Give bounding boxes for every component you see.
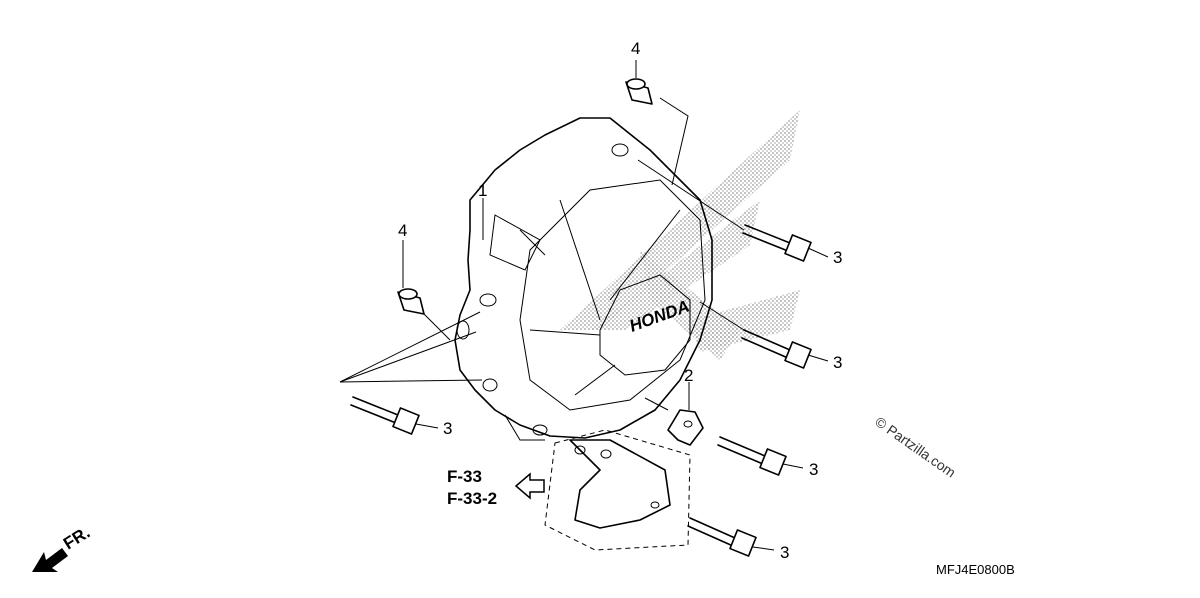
callout-dowel-left: 4 xyxy=(398,221,407,240)
bolt-top[interactable] xyxy=(742,224,812,262)
bolt-left[interactable] xyxy=(350,396,420,435)
dowel-pin-left[interactable] xyxy=(397,288,425,315)
callout-bracket: 2 xyxy=(684,366,693,385)
ref-page-secondary[interactable]: F-33-2 xyxy=(447,489,497,508)
front-arrow-icon xyxy=(32,548,68,572)
leader-lines xyxy=(339,60,829,551)
bolt-middle[interactable] xyxy=(741,329,812,369)
wing-logo-background xyxy=(560,110,800,360)
callout-bolt-bracket: 3 xyxy=(809,460,818,479)
hollow-arrow-icon xyxy=(514,472,545,500)
diagram-code: MFJ4E0800B xyxy=(936,562,1015,577)
bracket-clip[interactable] xyxy=(667,409,704,446)
callout-bolt-top: 3 xyxy=(833,248,842,267)
front-indicator: FR. xyxy=(60,523,93,554)
callout-cover: 1 xyxy=(478,181,487,200)
watermark: © Partzilla.com xyxy=(872,413,958,480)
guide-bracket-assembly xyxy=(544,429,691,551)
dowel-pin-top[interactable] xyxy=(625,78,653,105)
bolt-bottom[interactable] xyxy=(687,517,757,557)
callout-dowel-top: 4 xyxy=(631,39,640,58)
callout-bolt-bottom: 3 xyxy=(780,543,789,562)
ref-page-primary[interactable]: F-33 xyxy=(447,467,482,486)
callout-bolt-middle: 3 xyxy=(833,353,842,372)
bolt-bracket[interactable] xyxy=(717,436,787,476)
callout-bolt-left: 3 xyxy=(443,419,452,438)
